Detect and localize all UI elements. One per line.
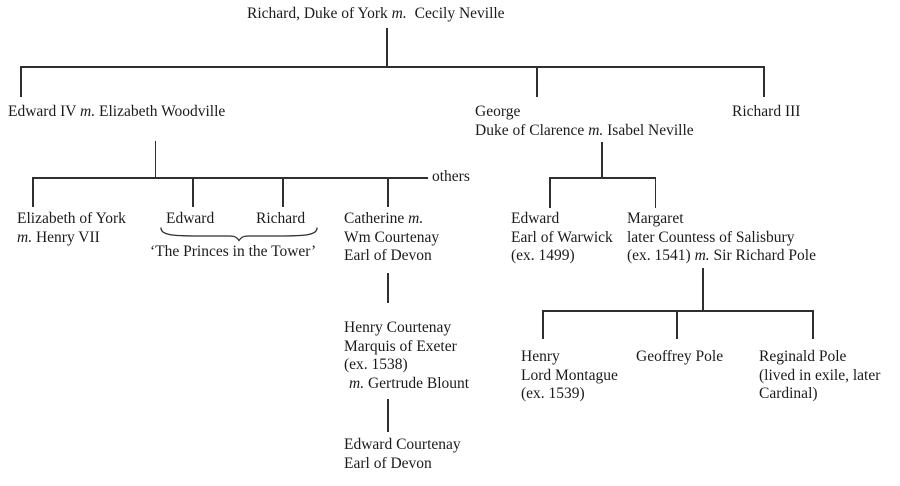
person-name: Henry Courtenay (344, 319, 452, 336)
spouse-name: Cecily Neville (414, 5, 505, 22)
connector-gen2-bar (20, 66, 765, 68)
person-title: later Countess of Salisbury (627, 228, 795, 246)
connector-clarence-children-bar (549, 177, 656, 179)
person-title: Earl of Devon (344, 454, 432, 472)
connector-tick-richard-iii (763, 66, 765, 97)
connector-tick-warwick (549, 177, 551, 208)
connector-tick-montague (542, 310, 544, 339)
person-catherine: Catherine m. Wm Courtenay Earl of Devon (344, 210, 439, 266)
princes-brace (160, 227, 318, 242)
connector-margaret-drop (702, 268, 704, 311)
person-george-duke-of-clarence: George Duke of Clarence m. Isabel Nevill… (475, 103, 694, 140)
connector-edward-iv-drop (154, 141, 157, 178)
person-name: Catherine (344, 210, 405, 227)
person-richard-of-shrewsbury: Richard (256, 210, 305, 229)
married-abbrev: m. (391, 5, 407, 22)
marriage-line: Catherine m. (344, 210, 439, 229)
connector-pole-children-bar (542, 310, 814, 312)
marriage-line: (ex. 1541) m. Sir Richard Pole (627, 247, 816, 266)
connector-tick-geoffrey (676, 310, 678, 339)
person-margaret-countess-of-salisbury: Margaret later Countess of Salisbury (ex… (627, 210, 816, 266)
person-geoffrey-pole: Geoffrey Pole (636, 348, 723, 367)
spouse-name: Wm Courtenay (344, 228, 440, 246)
connector-tick-catherine (387, 177, 389, 207)
execution-note: (ex. 1538) (344, 356, 408, 373)
person-richard-duke-of-york: Richard, Duke of York m. Cecily Neville (247, 5, 505, 24)
married-abbrev: m. (694, 247, 710, 264)
married-abbrev: m. (408, 210, 424, 227)
person-name: Richard, Duke of York (247, 5, 388, 22)
person-name: Henry (521, 348, 560, 365)
connector-tick-richard-shrewsbury (282, 177, 284, 207)
person-title-line: Duke of Clarence m. Isabel Neville (475, 122, 694, 141)
execution-note: (ex. 1539) (521, 385, 585, 402)
spouse-name: Henry VII (35, 228, 100, 246)
spouse-title: Earl of Devon (344, 247, 432, 264)
person-name: Edward (166, 210, 215, 227)
spouse-name: Elizabeth Woodville (98, 103, 226, 120)
person-richard-iii: Richard III (732, 103, 800, 122)
others-label: others (432, 168, 470, 185)
person-name: George (475, 103, 521, 120)
person-name: Edward (511, 210, 560, 227)
person-name: Richard III (732, 103, 801, 120)
execution-note: (ex. 1499) (511, 247, 575, 264)
marriage-line: m. Henry VII (17, 229, 126, 248)
person-name: Margaret (627, 210, 684, 227)
connector-tick-edward-iv (20, 66, 22, 97)
connector-root-drop (386, 28, 388, 66)
exile-note: (lived in exile, later (759, 366, 881, 384)
person-name: Edward Courtenay (344, 436, 461, 453)
exile-note-cont: Cardinal) (759, 385, 818, 402)
connector-tick-elizabeth (32, 177, 34, 207)
person-reginald-pole: Reginald Pole (lived in exile, later Car… (759, 348, 880, 404)
person-title: Earl of Warwick (511, 228, 613, 246)
connector-clarence-drop (601, 142, 603, 178)
connector-catherine-drop (387, 273, 389, 303)
person-title: Marquis of Exeter (344, 337, 457, 355)
spouse-name: Isabel Neville (607, 121, 694, 139)
person-henry-lord-montague: Henry Lord Montague (ex. 1539) (521, 348, 618, 404)
married-abbrev: m. (349, 374, 365, 392)
marriage-line: m. Gertrude Blount (344, 375, 469, 394)
person-name: Reginald Pole (759, 348, 847, 365)
connector-exeter-drop (387, 399, 389, 432)
connector-tick-reginald (812, 310, 814, 339)
spouse-name: Sir Richard Pole (713, 247, 816, 264)
person-edward-iv: Edward IV m. Elizabeth Woodville (8, 103, 225, 122)
married-abbrev: m. (80, 103, 96, 120)
connector-tick-edward-v (192, 177, 194, 207)
connector-tick-george (536, 66, 538, 97)
person-edward-v: Edward (166, 210, 214, 229)
married-abbrev: m. (588, 121, 604, 139)
married-abbrev: m. (17, 228, 33, 246)
person-name: Geoffrey Pole (636, 348, 724, 365)
spouse-name: Gertrude Blount (367, 374, 470, 392)
princes-caption: ‘The Princes in the Tower’ (150, 243, 317, 260)
person-elizabeth-of-york: Elizabeth of York m. Henry VII (17, 210, 126, 247)
person-henry-courtenay: Henry Courtenay Marquis of Exeter (ex. 1… (344, 319, 469, 393)
person-title: Lord Montague (521, 366, 618, 384)
connector-tick-margaret (654, 177, 657, 208)
connector-york-children-bar (32, 177, 428, 179)
person-title: Duke of Clarence (475, 121, 585, 139)
person-edward-courtenay: Edward Courtenay Earl of Devon (344, 436, 461, 473)
person-edward-earl-of-warwick: Edward Earl of Warwick (ex. 1499) (511, 210, 613, 266)
person-name: Richard (256, 210, 306, 227)
person-name: Edward IV (8, 103, 77, 120)
person-name: Elizabeth of York (17, 210, 126, 227)
execution-note: (ex. 1541) (627, 247, 691, 264)
